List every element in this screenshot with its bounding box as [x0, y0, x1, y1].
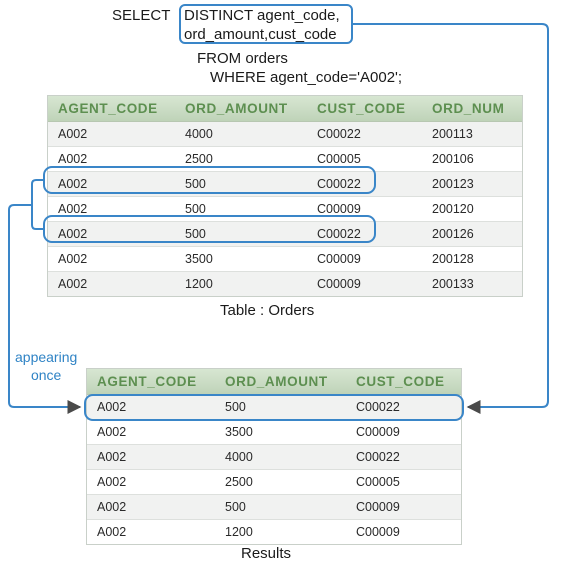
table-cell: 2500: [185, 152, 213, 166]
table-cell: A002: [58, 177, 88, 191]
table-row: A002 500 C00009: [87, 495, 461, 520]
table-cell: 500: [225, 500, 246, 514]
appearing-once-annotation: appearing once: [15, 348, 77, 384]
table-cell: C00022: [317, 227, 361, 241]
results-table-body: A002 500 C00022 A002 3500 C00009 A002 40…: [87, 395, 461, 544]
column-header: ORD_AMOUNT: [225, 374, 328, 389]
table-cell: 200133: [432, 277, 474, 291]
column-header: CUST_CODE: [356, 374, 445, 389]
table-cell: C00009: [356, 425, 400, 439]
table-row: A002 500 C00022: [87, 395, 461, 420]
column-header: AGENT_CODE: [58, 101, 158, 116]
sql-columns-line: ord_amount,cust_code: [184, 26, 337, 43]
results-table-header: AGENT_CODE ORD_AMOUNT CUST_CODE: [87, 369, 461, 395]
sql-where-line: WHERE agent_code='A002';: [210, 69, 403, 86]
table-cell: A002: [58, 127, 88, 141]
table-cell: 200106: [432, 152, 474, 166]
table-cell: 200126: [432, 227, 474, 241]
table-cell: A002: [58, 227, 88, 241]
table-row: A002 1200 C00009 200133: [48, 272, 522, 296]
table-cell: C00005: [317, 152, 361, 166]
table-row: A002 3500 C00009 200128: [48, 247, 522, 272]
table-cell: 3500: [225, 425, 253, 439]
table-cell: 4000: [225, 450, 253, 464]
distinct-highlight-box: [179, 4, 353, 44]
table-cell: 200123: [432, 177, 474, 191]
table-row: A002 3500 C00009: [87, 420, 461, 445]
table-cell: C00005: [356, 475, 400, 489]
table-cell: C00009: [317, 252, 361, 266]
sql-distinct-line: DISTINCT agent_code,: [184, 7, 340, 24]
table-cell: C00022: [356, 400, 400, 414]
column-header: AGENT_CODE: [97, 374, 197, 389]
table-cell: 2500: [225, 475, 253, 489]
table-row: A002 2500 C00005 200106: [48, 147, 522, 172]
table-cell: C00009: [356, 500, 400, 514]
column-header: ORD_AMOUNT: [185, 101, 288, 116]
bracket-connector: [31, 179, 44, 230]
table-cell: 4000: [185, 127, 213, 141]
table-cell: C00009: [356, 525, 400, 539]
table-row: A002 500 C00022 200123: [48, 172, 522, 197]
table-cell: 200120: [432, 202, 474, 216]
table-cell: C00022: [317, 127, 361, 141]
table-cell: C00009: [317, 202, 361, 216]
table-cell: A002: [58, 152, 88, 166]
sql-from-line: FROM orders: [197, 50, 288, 67]
table-cell: A002: [58, 252, 88, 266]
table-cell: C00009: [317, 277, 361, 291]
table-cell: A002: [97, 425, 127, 439]
table-cell: C00022: [317, 177, 361, 191]
annotation-line: appearing: [15, 349, 78, 365]
results-table-caption: Results: [241, 545, 292, 562]
table-cell: 500: [185, 202, 206, 216]
table-row: A002 500 C00009 200120: [48, 197, 522, 222]
table-row: A002 500 C00022 200126: [48, 222, 522, 247]
table-cell: 500: [185, 227, 206, 241]
table-cell: 1200: [225, 525, 253, 539]
table-cell: 500: [185, 177, 206, 191]
table-row: A002 1200 C00009: [87, 520, 461, 544]
orders-table: AGENT_CODE ORD_AMOUNT CUST_CODE ORD_NUM …: [47, 95, 523, 297]
table-cell: A002: [97, 500, 127, 514]
annotation-line: once: [30, 367, 62, 383]
orders-table-body: A002 4000 C00022 200113 A002 2500 C00005…: [48, 122, 522, 296]
table-cell: A002: [97, 525, 127, 539]
table-cell: A002: [97, 450, 127, 464]
table-cell: 1200: [185, 277, 213, 291]
table-cell: A002: [97, 475, 127, 489]
table-row: A002 4000 C00022: [87, 445, 461, 470]
column-header: ORD_NUM: [432, 101, 505, 116]
table-cell: 3500: [185, 252, 213, 266]
column-header: CUST_CODE: [317, 101, 406, 116]
table-cell: A002: [58, 202, 88, 216]
table-cell: 200128: [432, 252, 474, 266]
table-cell: A002: [97, 400, 127, 414]
orders-table-header: AGENT_CODE ORD_AMOUNT CUST_CODE ORD_NUM: [48, 96, 522, 122]
orders-table-caption: Table : Orders: [220, 302, 315, 319]
table-row: A002 2500 C00005: [87, 470, 461, 495]
table-cell: 500: [225, 400, 246, 414]
table-cell: C00022: [356, 450, 400, 464]
table-cell: A002: [58, 277, 88, 291]
results-table: AGENT_CODE ORD_AMOUNT CUST_CODE A002 500…: [86, 368, 462, 545]
table-row: A002 4000 C00022 200113: [48, 122, 522, 147]
sql-select-keyword: SELECT: [112, 7, 171, 24]
table-cell: 200113: [432, 127, 473, 141]
